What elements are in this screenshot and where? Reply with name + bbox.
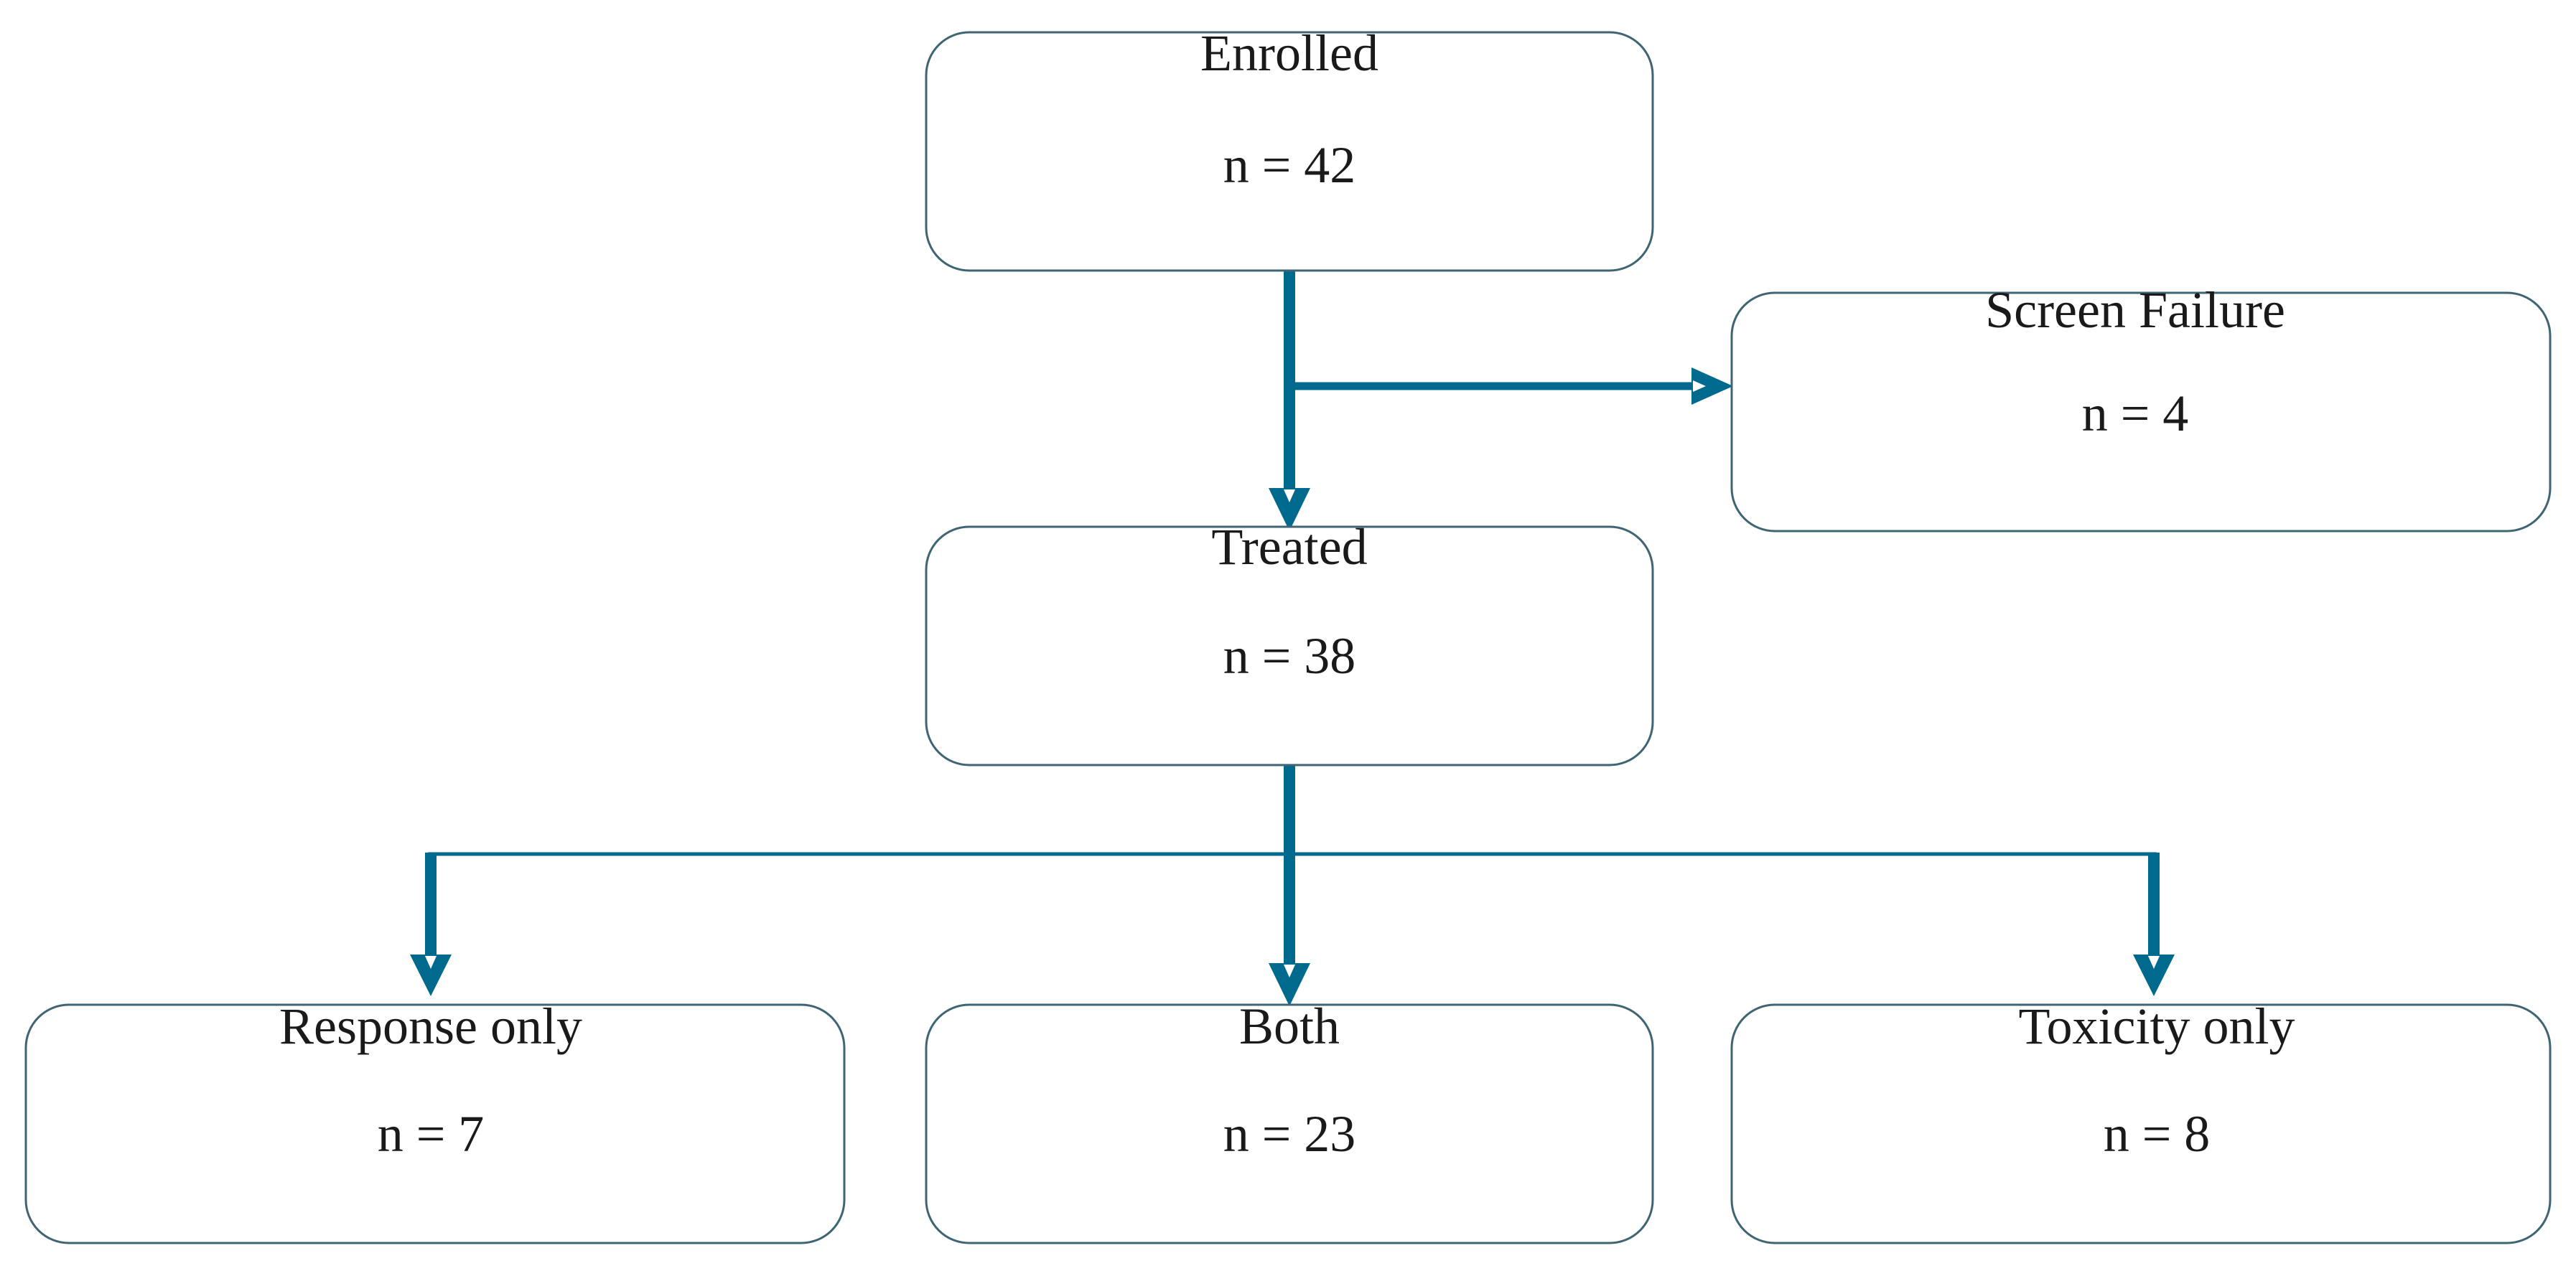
node-toxicity-only-count: n = 8 (2104, 1105, 2211, 1163)
arrow-head-both (1269, 963, 1310, 1006)
node-toxicity-only: Toxicity only n = 8 (1730, 998, 2552, 1244)
node-treated-count: n = 38 (1223, 627, 1356, 685)
node-response-only: Response only n = 7 (24, 998, 846, 1244)
connectors (425, 255, 2160, 972)
arrow-head-toxicity-only (2133, 955, 2175, 996)
arrow-head-screen-failure (1691, 367, 1733, 405)
node-enrolled-title: Enrolled (1200, 24, 1378, 82)
node-enrolled: Enrolled n = 42 (925, 24, 1654, 272)
node-screen-failure: Screen Failure n = 4 (1730, 281, 2552, 533)
node-both-count: n = 23 (1223, 1105, 1356, 1163)
arrow-head-treated (1269, 488, 1310, 531)
node-enrolled-count: n = 42 (1223, 136, 1356, 194)
node-screen-failure-title: Screen Failure (1985, 281, 2285, 339)
node-treated: Treated n = 38 (925, 518, 1654, 766)
arrow-heads (410, 367, 2175, 1006)
node-treated-title: Treated (1211, 518, 1367, 576)
node-toxicity-only-title: Toxicity only (2019, 998, 2295, 1055)
node-response-only-title: Response only (279, 998, 582, 1055)
node-response-only-count: n = 7 (378, 1105, 485, 1163)
node-screen-failure-count: n = 4 (2082, 385, 2189, 442)
node-both-title: Both (1239, 998, 1340, 1055)
node-both: Both n = 23 (925, 998, 1654, 1244)
arrow-head-response-only (410, 955, 452, 996)
